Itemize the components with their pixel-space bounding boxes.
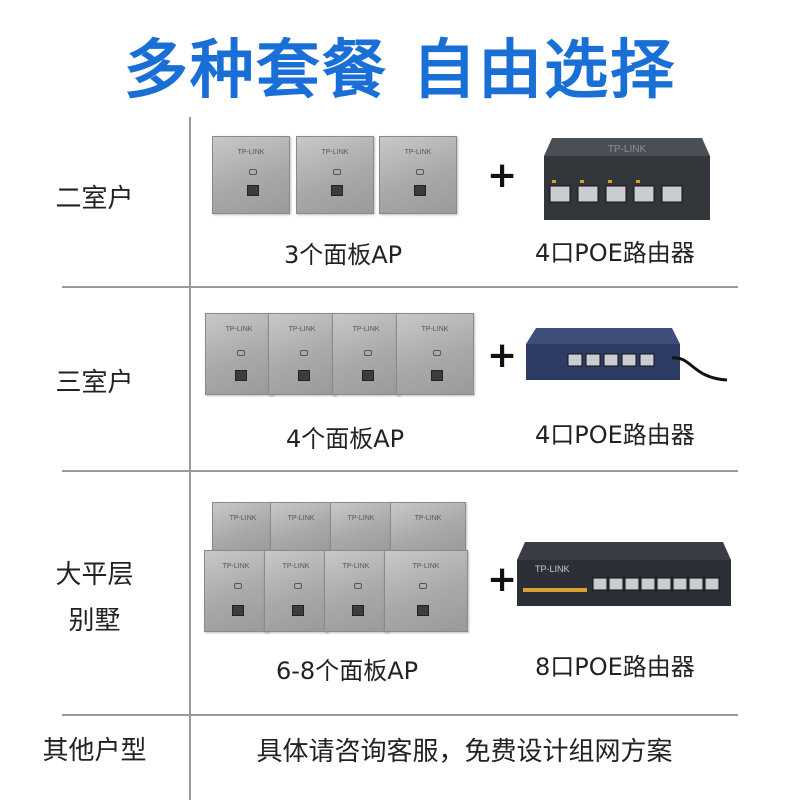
ap-caption: 4个面板AP bbox=[286, 425, 405, 453]
wall-panel-ap-icon: TP-LINK bbox=[212, 136, 290, 214]
router-caption: 8口POE路由器 bbox=[535, 653, 695, 681]
row-divider bbox=[62, 286, 738, 288]
wall-panel-ap-icon: TP-LINK bbox=[205, 313, 273, 395]
poe-router-icon: TP-LINK bbox=[517, 542, 731, 606]
plan-label-villa-line1: 大平层 bbox=[55, 560, 134, 590]
plus-sign: + bbox=[487, 559, 518, 600]
wall-panel-ap-icon: TP-LINK bbox=[324, 550, 388, 632]
page-title: 多种套餐 自由选择 bbox=[123, 34, 677, 108]
plan-label-three-room: 三室户 bbox=[55, 368, 134, 398]
wall-panel-ap-icon: TP-LINK bbox=[390, 502, 466, 554]
poe-router-icon: TP-LINK bbox=[544, 138, 710, 220]
wall-panel-ap-icon: TP-LINK bbox=[379, 136, 457, 214]
wall-panel-ap-icon: TP-LINK bbox=[332, 313, 400, 395]
plan-label-other: 其他户型 bbox=[42, 736, 147, 766]
row-divider bbox=[62, 470, 738, 472]
wall-panel-ap-icon: TP-LINK bbox=[296, 136, 374, 214]
plan-label-villa-line2: 别墅 bbox=[68, 606, 121, 636]
router-brand-text: TP-LINK bbox=[535, 564, 570, 574]
column-divider bbox=[189, 117, 191, 800]
router-caption: 4口POE路由器 bbox=[535, 421, 695, 449]
wall-panel-ap-icon: TP-LINK bbox=[330, 502, 392, 554]
wall-panel-ap-icon: TP-LINK bbox=[264, 550, 328, 632]
router-brand-text: TP-LINK bbox=[608, 144, 647, 155]
ap-caption: 3个面板AP bbox=[284, 241, 403, 269]
wall-panel-ap-icon: TP-LINK bbox=[204, 550, 268, 632]
wall-panel-ap-icon: TP-LINK bbox=[212, 502, 274, 554]
plus-sign: + bbox=[487, 335, 518, 376]
ap-caption: 6-8个面板AP bbox=[276, 657, 419, 685]
router-caption: 4口POE路由器 bbox=[535, 239, 695, 267]
wall-panel-ap-icon: TP-LINK bbox=[270, 502, 332, 554]
plan-label-two-room: 二室户 bbox=[55, 184, 134, 214]
poe-router-icon bbox=[526, 328, 728, 382]
wall-panel-ap-icon: TP-LINK bbox=[396, 313, 474, 395]
consult-note: 具体请咨询客服，免费设计组网方案 bbox=[256, 737, 673, 767]
plus-sign: + bbox=[487, 155, 518, 196]
wall-panel-ap-icon: TP-LINK bbox=[268, 313, 336, 395]
row-divider bbox=[62, 714, 738, 716]
wall-panel-ap-icon: TP-LINK bbox=[384, 550, 468, 632]
